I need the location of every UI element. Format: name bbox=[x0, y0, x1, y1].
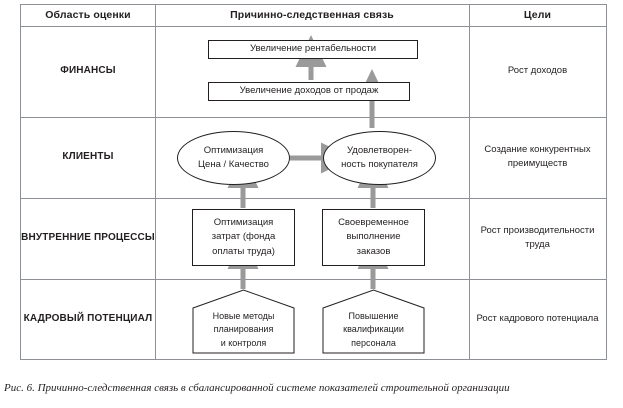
node-price-quality-line2: Цена / Качество bbox=[198, 159, 269, 170]
node-satisfaction-text: Удовлетворен- ность покупателя bbox=[341, 144, 418, 173]
node-timely-orders-line2: выполнение bbox=[346, 231, 401, 243]
node-price-quality-line1: Оптимизация bbox=[203, 144, 264, 156]
area-cell-personnel: КАДРОВЫЙ ПОТЕНЦИАЛ bbox=[23, 313, 153, 324]
node-price-quality-text: Оптимизация Цена / Качество bbox=[198, 144, 269, 173]
node-timely-orders-line1: Своевременное bbox=[338, 217, 409, 229]
node-cost-optimization-text: Оптимизация затрат (фонда оплаты труда) bbox=[212, 216, 275, 259]
node-new-methods[interactable]: Новые методы планирования и контроля bbox=[192, 289, 295, 354]
node-cost-optimization-line2: затрат (фонда bbox=[211, 231, 276, 243]
header-causal: Причинно-следственная связь bbox=[230, 8, 394, 21]
area-cell-internal-processes: ВНУТРЕННИЕ ПРОЦЕССЫ bbox=[21, 232, 155, 243]
node-satisfaction[interactable]: Удовлетворен- ность покупателя bbox=[323, 131, 436, 185]
header-area: Область оценки bbox=[45, 8, 131, 21]
node-profitability[interactable]: Увеличение рентабельности bbox=[208, 40, 418, 59]
header-goals: Цели bbox=[523, 8, 552, 21]
column-divider-2 bbox=[469, 5, 470, 359]
area-cell-finance: ФИНАНСЫ bbox=[60, 65, 116, 76]
node-qualification-line3: персонала bbox=[351, 337, 396, 348]
area-cell-clients: КЛИЕНТЫ bbox=[62, 151, 114, 162]
goal-cell-internal-processes: Рост производительности труда bbox=[480, 224, 595, 250]
node-cost-optimization-line1: Оптимизация bbox=[213, 217, 274, 229]
node-satisfaction-line1: Удовлетворен- bbox=[346, 144, 412, 156]
node-qualification[interactable]: Повышение квалификации персонала bbox=[322, 289, 425, 354]
node-sales-income[interactable]: Увеличение доходов от продаж bbox=[208, 82, 410, 101]
column-divider-1 bbox=[155, 5, 156, 359]
goal-cell-finance: Рост доходов bbox=[507, 64, 568, 76]
node-timely-orders-text: Своевременное выполнение заказов bbox=[338, 216, 409, 259]
node-satisfaction-line2: ность покупателя bbox=[341, 159, 418, 170]
node-new-methods-line2: планирования bbox=[213, 324, 274, 334]
node-price-quality[interactable]: Оптимизация Цена / Качество bbox=[177, 131, 290, 185]
row-divider-1 bbox=[21, 117, 606, 118]
node-cost-optimization-line3: оплаты труда) bbox=[212, 245, 275, 257]
row-divider-3 bbox=[21, 279, 606, 280]
node-new-methods-text: Новые методы планирования и контроля bbox=[192, 310, 295, 351]
row-divider-2 bbox=[21, 198, 606, 199]
node-profitability-label: Увеличение рентабельности bbox=[249, 43, 377, 55]
node-qualification-line2: квалификации bbox=[343, 324, 404, 334]
node-timely-orders-line3: заказов bbox=[356, 245, 391, 257]
figure-caption: Рис. 6. Причинно-следственная связь в сб… bbox=[4, 382, 510, 394]
node-timely-orders[interactable]: Своевременное выполнение заказов bbox=[322, 209, 425, 266]
node-qualification-line1: Повышение bbox=[348, 310, 399, 321]
bsc-table bbox=[20, 4, 607, 360]
node-qualification-text: Повышение квалификации персонала bbox=[322, 310, 425, 351]
goal-cell-clients: Создание конкурентных преимуществ bbox=[484, 143, 591, 169]
node-cost-optimization[interactable]: Оптимизация затрат (фонда оплаты труда) bbox=[192, 209, 295, 266]
node-new-methods-line3: и контроля bbox=[220, 337, 267, 348]
node-qualification-shape bbox=[322, 289, 425, 354]
row-divider-header bbox=[21, 26, 606, 27]
node-sales-income-label: Увеличение доходов от продаж bbox=[239, 85, 379, 97]
goal-cell-personnel: Рост кадрового потенциала bbox=[476, 312, 599, 324]
node-new-methods-shape bbox=[192, 289, 295, 354]
node-new-methods-line1: Новые методы bbox=[212, 310, 275, 321]
